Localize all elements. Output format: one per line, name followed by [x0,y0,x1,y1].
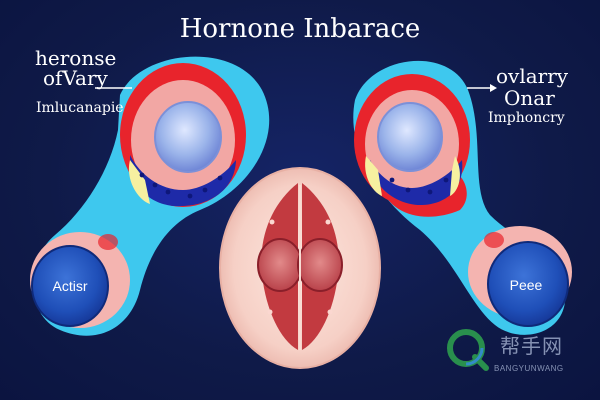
center-uterus [219,167,381,369]
right-lower-core [487,241,569,327]
left-top-label-line2: ofVary [43,66,108,90]
right-upper-core [377,102,443,172]
center-right-lobe [297,238,343,292]
watermark-logo-icon [447,329,489,371]
right-top-label-line2: Onar [504,86,555,110]
left-lower-follicle [30,232,130,328]
left-sub-label: Imlucanapie [36,100,124,116]
watermark-subtext: BANGYUNWANG [494,364,564,373]
bottom-left-circle-label: Actisr [52,278,88,294]
left-upper-core [154,101,222,173]
right-pointer-arrow [467,84,497,92]
center-left-lobe [257,238,303,292]
right-lower-follicle [468,226,572,327]
left-lower-core [31,245,109,327]
bottom-right-circle-label: Peee [509,277,543,293]
left-upper-ovary [120,63,246,207]
right-top-label-line1: ovlarry [496,64,569,88]
right-sub-label: Imphoncry [488,110,565,126]
right-upper-ovary [354,74,470,217]
left-top-label-line1: heronse [35,46,117,70]
diagram-title: Hornone Inbarace [179,14,421,44]
watermark-text: 帮手网 [500,334,563,358]
